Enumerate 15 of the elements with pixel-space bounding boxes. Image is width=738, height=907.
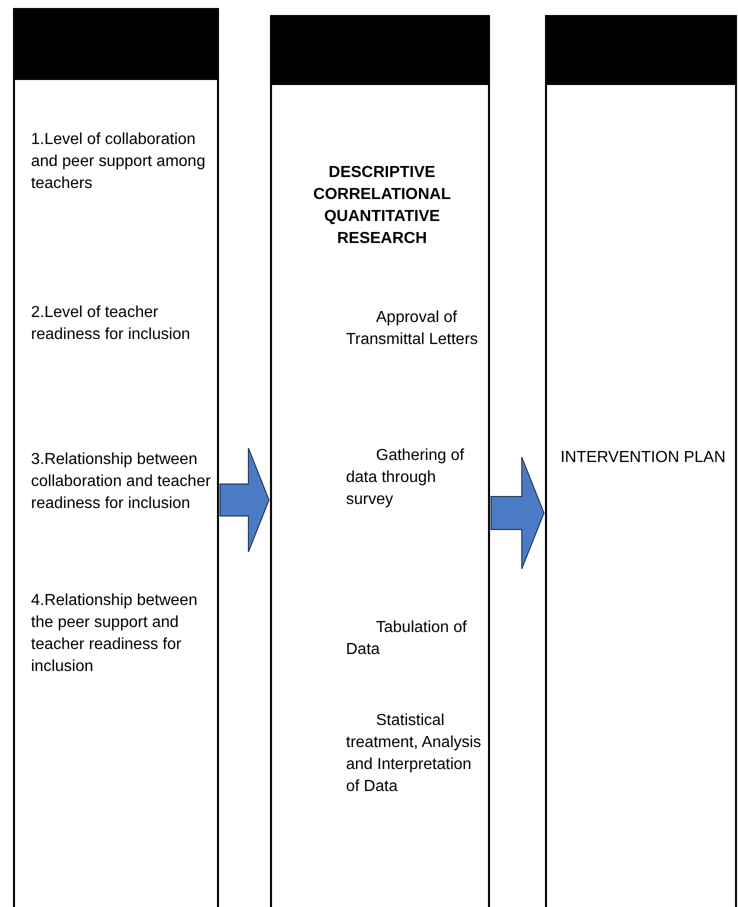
column-text: 2.Level of teacher readiness for inclusion	[31, 303, 192, 345]
column-text: INTERVENTION PLAN	[559, 449, 727, 467]
block-arrow	[220, 448, 270, 552]
block-arrow	[490, 456, 545, 570]
column-box	[545, 15, 737, 907]
column-text: Tabulation of Data	[346, 618, 468, 660]
column-text: 3.Relationship between collaboration and teacher readiness for inclusion	[31, 450, 211, 514]
column-box	[270, 15, 490, 907]
column-text: Gathering of data through survey	[346, 446, 466, 510]
column-text: 4.Relationship between the peer support and teacher readiness for inclusion	[31, 591, 198, 677]
column-box	[13, 8, 219, 907]
column-text: 1.Level of collaboration and peer support among teachers	[31, 130, 206, 194]
column-text: Approval of Transmittal Letters	[346, 308, 479, 350]
column-heading: DESCRIPTIVE CORRELATIONAL QUANTITATIVE RESEARCH	[312, 163, 452, 249]
column-text: Statistical treatment, Analysis and Interpretation of Data	[346, 711, 482, 797]
